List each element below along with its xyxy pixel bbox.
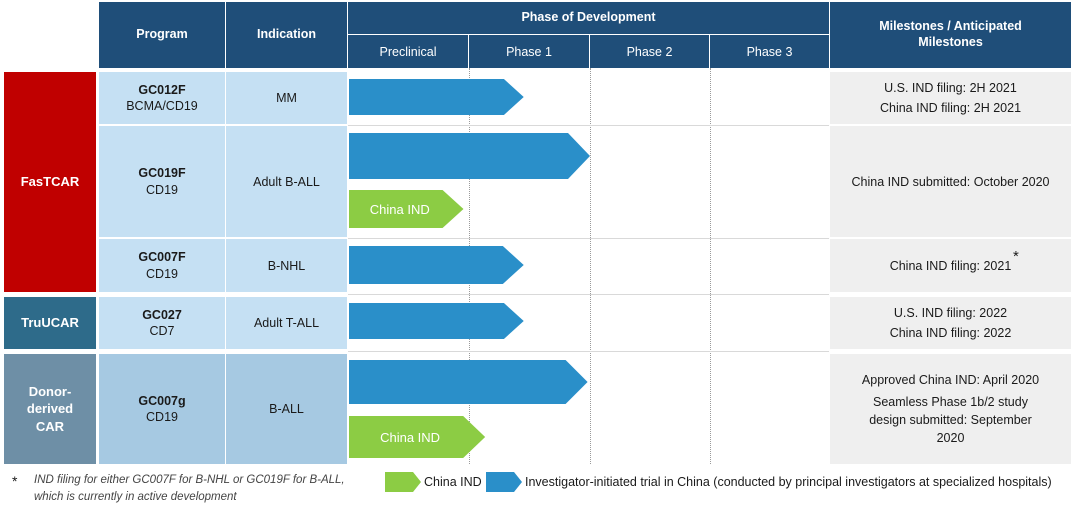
phase-preclinical: Preclinical: [348, 35, 468, 68]
milestones-cell: China IND filing: 2021: [830, 239, 1071, 292]
phase-1: Phase 1: [469, 35, 589, 68]
indication-cell: B-NHL: [226, 239, 347, 292]
footnote-marker: *: [12, 473, 18, 489]
legend-investigator-label: Investigator-initiated trial in China (c…: [525, 475, 1052, 489]
milestone-text: Approved China IND: April 2020: [861, 372, 1040, 387]
milestone-text: U.S. IND filing: 2022: [893, 306, 1008, 320]
phase-3: Phase 3: [710, 35, 829, 68]
phase-divider: [590, 68, 591, 464]
investigator-trial-bar: [349, 360, 588, 404]
investigator-trial-bar: [349, 79, 524, 115]
milestones-cell: U.S. IND filing: 2022 China IND filing: …: [830, 297, 1071, 349]
milestone-text: China IND submitted: October 2020: [851, 174, 1050, 189]
phase-2: Phase 2: [590, 35, 709, 68]
program-target: CD19: [146, 266, 178, 281]
header-phase-of-development: Phase of Development: [348, 2, 829, 34]
indication-cell: Adult B-ALL: [226, 126, 347, 237]
milestones-cell: Approved China IND: April 2020 Seamless …: [830, 354, 1071, 464]
indication-cell: MM: [226, 72, 347, 124]
program-cell: GC012F BCMA/CD19: [99, 72, 225, 124]
row-divider: [348, 125, 829, 126]
category-trucar: TruUCAR: [4, 297, 96, 349]
legend-investigator-swatch: [486, 472, 522, 492]
china-ind-bar: [349, 190, 464, 228]
program-code: GC007g: [138, 393, 186, 408]
row-divider: [348, 351, 829, 352]
program-code: GC012F: [138, 82, 186, 97]
row-divider: [348, 294, 829, 295]
milestone-text: China IND filing: 2022: [889, 326, 1012, 340]
footnote-text: IND filing for either GC007F for B-NHL o…: [34, 474, 345, 504]
header-indication: Indication: [226, 2, 347, 68]
asterisk-mark: *: [1013, 248, 1019, 265]
investigator-trial-bar: [349, 303, 524, 339]
program-target: CD19: [146, 182, 178, 197]
program-code: GC007F: [138, 250, 186, 265]
program-code: GC027: [142, 307, 182, 322]
row-divider: [348, 238, 829, 239]
legend-china-ind-swatch: [385, 472, 421, 492]
indication-cell: Adult T-ALL: [226, 297, 347, 349]
program-cell: GC019F CD19: [99, 126, 225, 237]
program-target: CD7: [149, 324, 175, 338]
header-program: Program: [99, 2, 225, 68]
category-fastcar: FasTCAR: [4, 72, 96, 292]
china-ind-bar: [349, 416, 486, 458]
milestone-text: U.S. IND filing: 2H 2021: [884, 81, 1017, 95]
china-ind-bar-label: China IND: [380, 430, 440, 445]
investigator-trial-bar: [349, 246, 524, 284]
indication-cell: B-ALL: [226, 354, 347, 464]
program-cell: GC007F CD19: [99, 239, 225, 292]
investigator-trial-bar: [349, 133, 590, 179]
legend-china-ind-label: China IND: [424, 475, 482, 489]
milestone-text: China IND filing: 2H 2021: [879, 101, 1022, 115]
milestone-text: China IND filing: 2021: [889, 258, 1012, 273]
milestones-cell: U.S. IND filing: 2H 2021 China IND filin…: [830, 72, 1071, 124]
program-code: GC019F: [138, 166, 186, 181]
program-target: CD19: [146, 410, 178, 424]
milestones-cell: China IND submitted: October 2020: [830, 126, 1071, 237]
milestone-text: Seamless Phase 1b/2 study design submitt…: [869, 394, 1032, 446]
program-cell: GC027 CD7: [99, 297, 225, 349]
category-donor-derived-car: Donor-derived CAR: [4, 354, 96, 464]
china-ind-bar-label: China IND: [370, 202, 430, 217]
program-target: BCMA/CD19: [126, 99, 198, 113]
header-milestones: Milestones / Anticipated Milestones: [830, 2, 1071, 68]
phase-divider: [710, 68, 711, 464]
program-cell: GC007g CD19: [99, 354, 225, 464]
